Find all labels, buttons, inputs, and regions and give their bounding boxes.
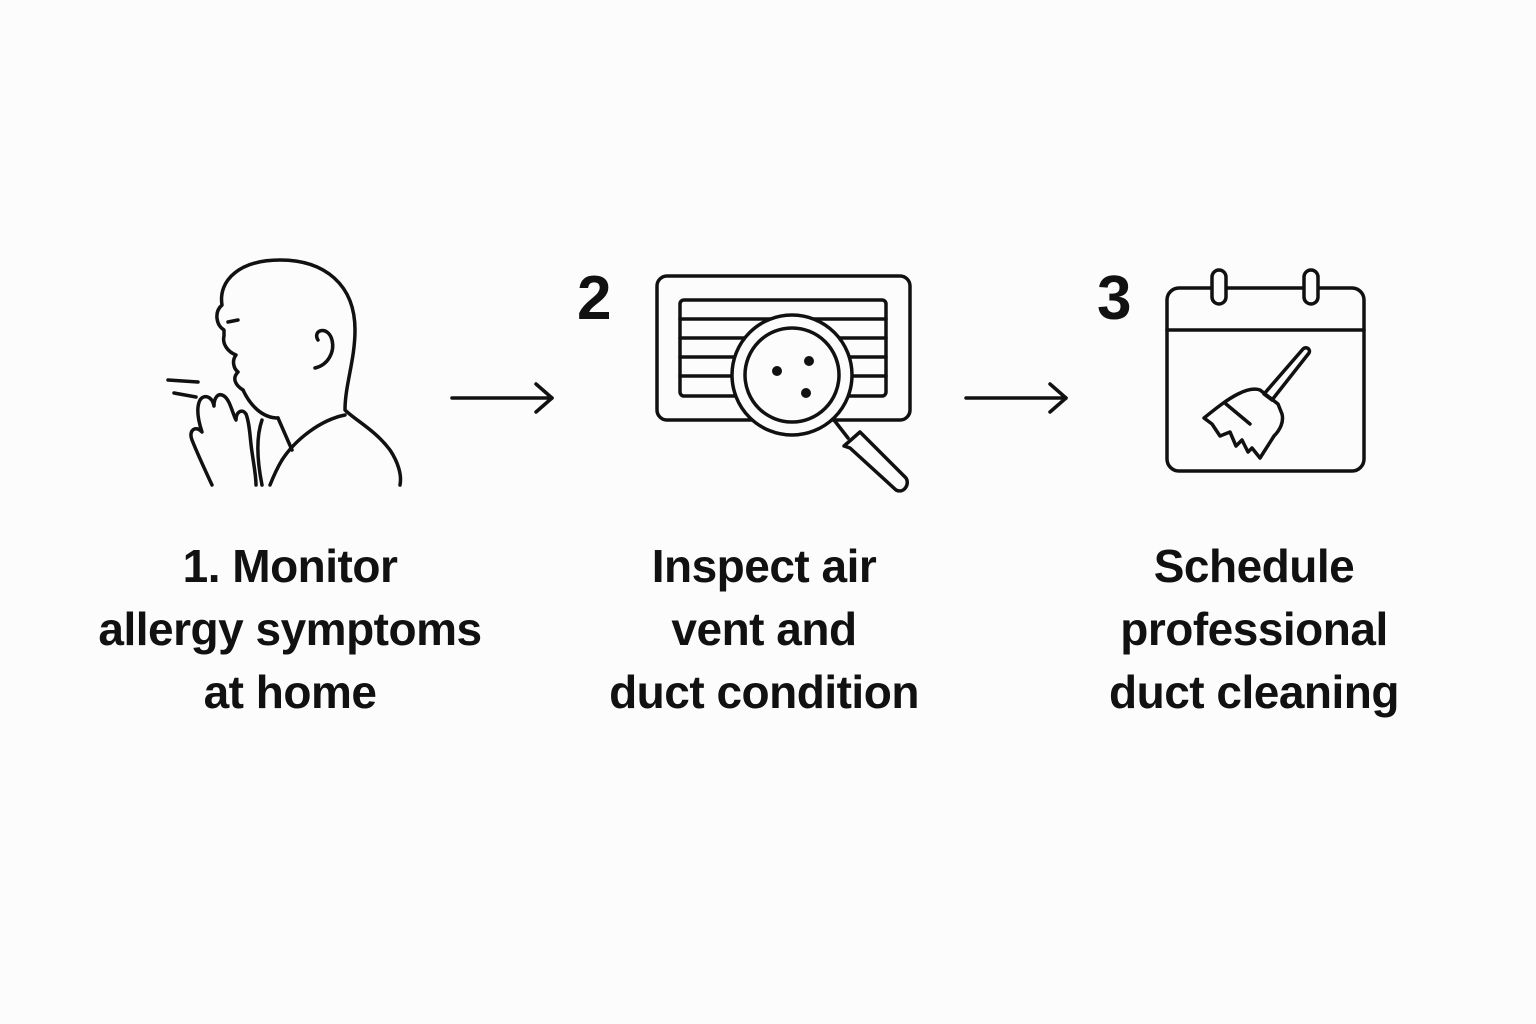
calendar-broom-icon [1160,265,1370,477]
caption-line: vent and [671,603,857,655]
step-caption: 1. Monitor allergy symptoms at home [50,535,530,724]
person-sneezing-icon [160,255,410,495]
caption-line: 1. Monitor [182,540,398,592]
caption-line: Inspect air [651,540,877,592]
caption-line: duct cleaning [1109,666,1399,718]
step-number: 3 [1097,264,1132,333]
caption-line: professional [1120,603,1388,655]
arrow-right-icon [450,382,554,414]
step-number: 2 [577,264,612,333]
caption-line: duct condition [609,666,919,718]
vent-magnifier-icon [650,270,920,500]
arrow-right-icon [964,382,1068,414]
step-caption: Inspect air vent and duct condition [524,535,1004,724]
caption-line: Schedule [1153,540,1355,592]
caption-line: allergy symptoms [98,603,482,655]
caption-line: at home [203,666,377,718]
step-caption: Schedule professional duct cleaning [1014,535,1494,724]
